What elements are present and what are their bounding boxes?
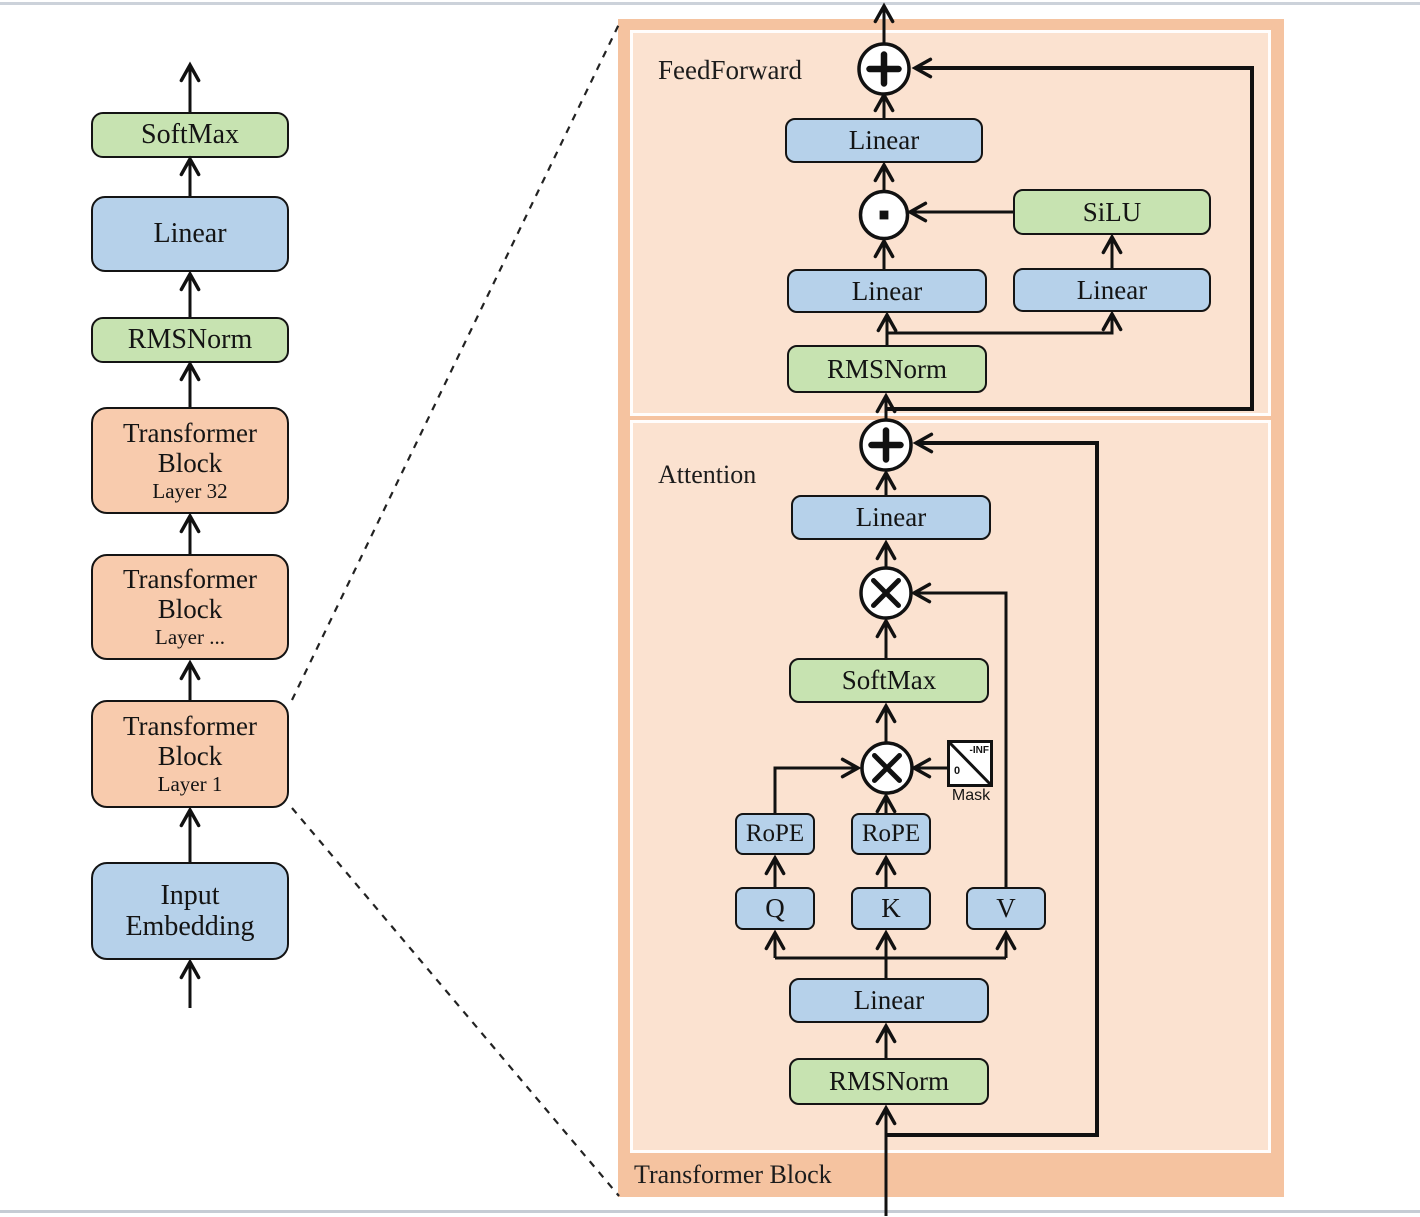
node-transformer-block-32: Transformer Block Layer 32 xyxy=(91,407,289,514)
input-line1: Input xyxy=(160,879,220,911)
zoom-guide-lines xyxy=(291,19,622,1197)
ff-linear-down-box: Linear xyxy=(785,118,983,163)
attn-rope-q-box: RoPE xyxy=(735,813,815,855)
attn-rmsnorm-box: RMSNorm xyxy=(789,1058,989,1105)
ff-linear-gate-box: Linear xyxy=(787,269,987,313)
ff-silu-label: SiLU xyxy=(1082,196,1142,227)
attn-rope-k-label: RoPE xyxy=(861,820,921,847)
tbmid-line1: Transformer xyxy=(123,564,257,594)
attn-rope-q-label: RoPE xyxy=(745,820,805,847)
transformer-block-label: Transformer Block xyxy=(634,1160,832,1189)
node-transformer-block-1: Transformer Block Layer 1 xyxy=(91,700,289,808)
tbmid-layer: Layer ... xyxy=(155,625,225,650)
node-softmax: SoftMax xyxy=(91,112,289,158)
attn-qkv-linear-box: Linear xyxy=(789,978,989,1023)
tb32-line2: Block xyxy=(157,447,223,478)
attn-mask-box: -INF 0 xyxy=(947,740,993,787)
ff-linear-up-box: Linear xyxy=(1013,268,1211,312)
node-rmsnorm: RMSNorm xyxy=(91,317,289,363)
node-rmsnorm-label: RMSNorm xyxy=(127,324,253,356)
attn-rmsnorm-label: RMSNorm xyxy=(828,1066,950,1097)
ff-linear-up-label: Linear xyxy=(1076,274,1148,305)
attn-rope-k-box: RoPE xyxy=(851,813,931,855)
attn-q-label: Q xyxy=(765,893,785,924)
tb1-line1: Transformer xyxy=(123,711,257,741)
attn-v-label: V xyxy=(996,893,1016,924)
attn-softmax-box: SoftMax xyxy=(789,658,989,703)
attn-k-box: K xyxy=(851,887,931,930)
mask-label: Mask xyxy=(951,787,991,804)
ff-rmsnorm-box: RMSNorm xyxy=(787,345,987,393)
ff-rmsnorm-label: RMSNorm xyxy=(826,353,948,384)
mask-zero-label: 0 xyxy=(954,765,961,777)
ff-linear-gate-label: Linear xyxy=(851,275,923,306)
feedforward-label: FeedForward xyxy=(658,55,802,85)
bottom-border-rule xyxy=(0,1210,1420,1213)
input-line2: Embedding xyxy=(125,911,255,942)
mask-neg-inf-label: -INF xyxy=(969,745,989,756)
node-linear: Linear xyxy=(91,196,289,272)
attn-k-label: K xyxy=(881,893,901,924)
top-border-rule xyxy=(0,2,1420,5)
attn-output-linear-label: Linear xyxy=(855,502,927,533)
node-input-embedding: Input Embedding xyxy=(91,862,289,960)
ff-linear-down-label: Linear xyxy=(848,125,920,156)
tbmid-line2: Block xyxy=(157,594,223,625)
attn-v-box: V xyxy=(966,887,1046,930)
attn-output-linear-box: Linear xyxy=(791,495,991,540)
attn-qkv-linear-label: Linear xyxy=(853,985,925,1016)
attn-q-box: Q xyxy=(735,887,815,930)
tb32-line1: Transformer xyxy=(123,417,257,448)
attn-softmax-label: SoftMax xyxy=(841,665,937,696)
node-transformer-block-middle: Transformer Block Layer ... xyxy=(91,554,289,660)
ff-silu-box: SiLU xyxy=(1013,189,1211,235)
tb1-line2: Block xyxy=(157,741,223,772)
attention-label: Attention xyxy=(658,460,757,489)
node-linear-label: Linear xyxy=(153,218,227,250)
node-softmax-label: SoftMax xyxy=(141,119,239,151)
tb1-layer: Layer 1 xyxy=(157,772,223,797)
tb32-layer: Layer 32 xyxy=(152,478,228,503)
